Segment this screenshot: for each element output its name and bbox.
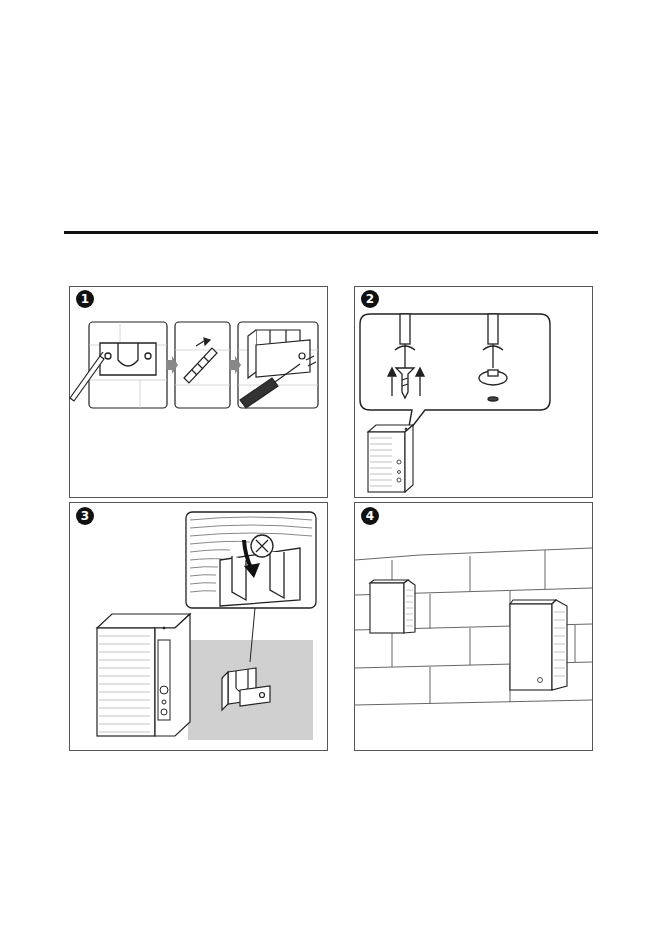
callout-number: 3 (76, 507, 94, 525)
callout-number: 4 (361, 507, 379, 525)
callout-number: 1 (76, 290, 94, 308)
callout-number: 2 (361, 290, 379, 308)
